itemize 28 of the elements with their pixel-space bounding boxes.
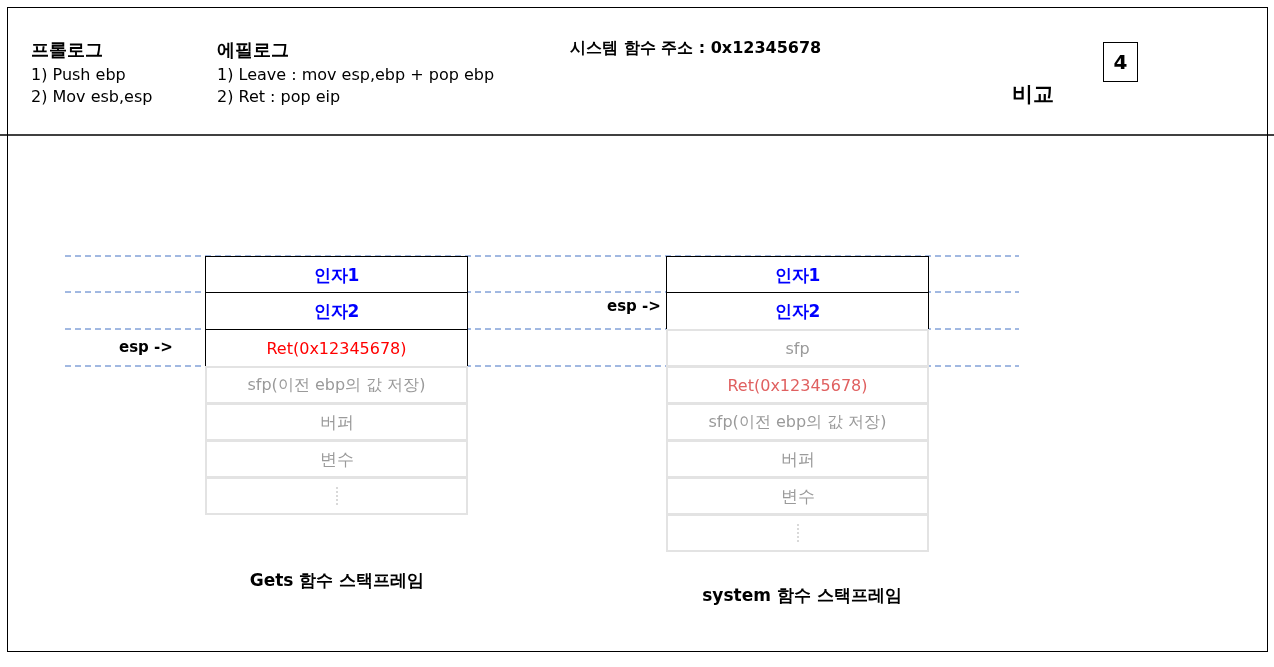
stack-cell: 인자2 — [666, 292, 929, 330]
frame-caption: Gets 함수 스택프레임 — [249, 569, 425, 592]
stack-cell: 버퍼 — [666, 440, 929, 478]
stack-cell: Ret(0x12345678) — [205, 329, 468, 367]
stack-cell: 인자1 — [666, 256, 929, 294]
address-note: 시스템 함수 주소 : 0x12345678 — [570, 38, 822, 59]
heading: 비교 — [1012, 81, 1054, 108]
stack-cell: 인자2 — [205, 292, 468, 330]
number-box: 4 — [1103, 42, 1138, 82]
stack-cell: sfp — [666, 329, 929, 367]
stack-cell: 변수 — [666, 477, 929, 515]
pointer-label: esp -> — [607, 297, 661, 315]
step-text: 2) Ret : pop eip — [217, 87, 341, 106]
heading: 에필로그 — [217, 38, 289, 62]
step-text: 1) Push ebp — [31, 65, 126, 84]
stack-cell: Ret(0x12345678) — [666, 366, 929, 404]
heading: 프롤로그 — [31, 38, 103, 62]
stack-cell — [666, 514, 929, 552]
stack-cell: 인자1 — [205, 256, 468, 294]
stack-cell: sfp(이전 ebp의 값 저장) — [205, 366, 468, 404]
step-text: 2) Mov esb,esp — [31, 87, 153, 106]
pointer-label: esp -> — [119, 338, 173, 356]
stack-cell: sfp(이전 ebp의 값 저장) — [666, 403, 929, 441]
stack-cell: 변수 — [205, 440, 468, 478]
stack-cell: 버퍼 — [205, 403, 468, 441]
stack-cell — [205, 477, 468, 515]
frame-caption: system 함수 스택프레임 — [702, 584, 902, 607]
step-text: 1) Leave : mov esp,ebp + pop ebp — [217, 65, 495, 84]
